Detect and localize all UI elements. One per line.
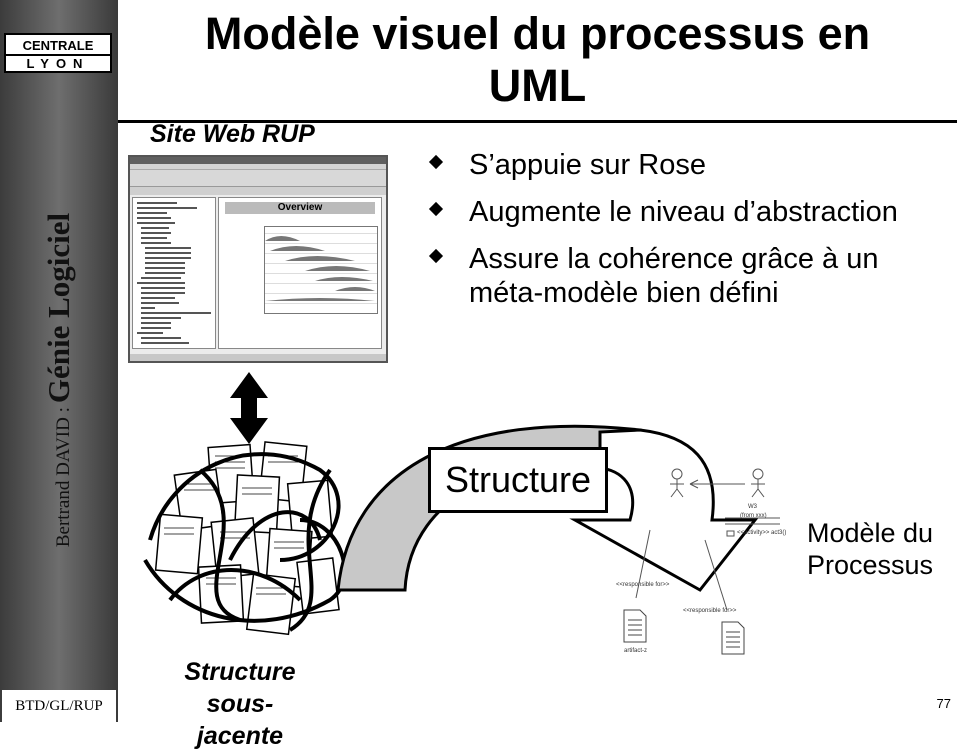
tangled-arrows [143, 452, 347, 632]
double-arrow-icon [230, 372, 268, 444]
uml-activity-label: <<activity>> act3() [737, 530, 787, 536]
logo-bottom-text: LYON [26, 56, 90, 71]
title-line-1: Modèle visuel du processus en [204, 8, 871, 59]
tree-lines [137, 202, 211, 344]
bullet-item: S’appuie sur Rose [425, 148, 945, 182]
screenshot-caption: Site Web RUP [150, 120, 315, 148]
modele-line-1: Modèle du [806, 518, 934, 548]
footer-code: BTD/GL/RUP [2, 690, 116, 722]
browser-toolbar [130, 170, 386, 187]
modele-line-2: Processus [806, 550, 934, 580]
centrale-lyon-logo: CENTRALE LYON [4, 33, 112, 73]
logo-top-text: CENTRALE [6, 37, 110, 56]
uml-artifact-label: artifact-z [624, 648, 648, 654]
phases-humps [265, 236, 375, 301]
overview-heading: Overview [225, 202, 375, 214]
browser-titlebar [130, 157, 386, 164]
modele-processus-label: Modèle du Processus [790, 517, 950, 581]
slide-title: Modèle visuel du processus en UML [118, 8, 957, 112]
uml-responsible-2: <<responsible for>> [683, 608, 737, 614]
document-lines [164, 455, 304, 595]
rup-website-screenshot: Overview [128, 155, 388, 363]
bullet-list: S’appuie sur Rose Augmente le niveau d’a… [425, 148, 945, 323]
bullet-item: Assure la cohérence grâce à un méta-modè… [425, 242, 945, 310]
left-sidebar: CENTRALE LYON Bertrand DAVID : Génie Log… [0, 0, 118, 722]
browser-menubar [130, 164, 386, 170]
uml-responsible-1: <<responsible for>> [616, 582, 670, 588]
phases-chart [264, 226, 378, 314]
rup-tree-pane [132, 197, 216, 349]
structure-sous-jacente-label: Structure sous-jacente [165, 656, 315, 752]
title-line-2: UML [488, 60, 587, 111]
uml-diagram [635, 468, 780, 611]
structure-curved-arrow [336, 424, 759, 592]
rup-nav-bar [130, 187, 386, 195]
browser-statusbar [130, 354, 386, 361]
page-number: 77 [936, 696, 951, 711]
uml-from-label: (from xxx) [740, 513, 767, 519]
sous-line-1: Structure [184, 658, 296, 686]
artifact-icon [623, 609, 745, 655]
structure-label: Structure [428, 447, 608, 513]
title-bar [118, 0, 957, 123]
bullet-item: Augmente le niveau d’abstraction [425, 195, 945, 229]
sous-line-2: sous-jacente [196, 690, 284, 750]
uml-w3-label: W3 [748, 504, 757, 510]
rup-content-pane: Overview [218, 197, 382, 349]
process-diagram [143, 372, 780, 655]
